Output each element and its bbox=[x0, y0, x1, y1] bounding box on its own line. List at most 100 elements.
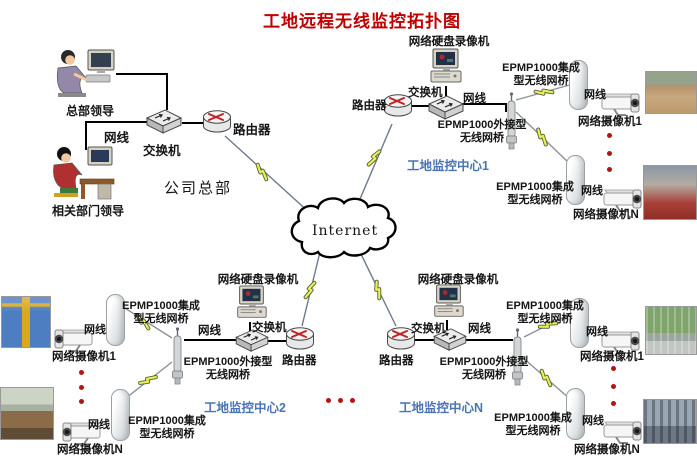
bridge-integrated-label: EPMP1000集成型无线网桥 bbox=[502, 62, 580, 87]
bridge-integrated-label: EPMP1000集成型无线网桥 bbox=[128, 415, 206, 440]
ellipsis-dot bbox=[611, 366, 616, 371]
bridge-external-label: EPMP1000外接型无线网桥 bbox=[437, 119, 527, 144]
router-icon bbox=[383, 92, 413, 125]
site-photo bbox=[643, 399, 697, 444]
site-photo bbox=[643, 165, 697, 220]
site-photo bbox=[0, 387, 54, 440]
switch-icon bbox=[234, 328, 270, 359]
person-at-computer-clipart bbox=[52, 48, 118, 107]
switch-label: 交换机 bbox=[408, 87, 443, 99]
dvr-icon bbox=[427, 284, 469, 327]
router-icon bbox=[386, 325, 416, 358]
ellipsis-dot bbox=[326, 398, 331, 403]
camera-icon bbox=[52, 326, 96, 357]
switch-icon bbox=[427, 94, 465, 127]
wireless-bridge-icon bbox=[570, 298, 589, 348]
camera-icon bbox=[600, 186, 644, 217]
bridge-integrated-label: EPMP1000集成型无线网桥 bbox=[506, 300, 584, 325]
siteN-label: 工地监控中心N bbox=[399, 401, 484, 415]
camera1-label: 网络摄像机1 bbox=[578, 116, 642, 128]
dvr-label: 网络硬盘录像机 bbox=[408, 36, 490, 48]
cable-label: 网线 bbox=[104, 131, 130, 145]
camera-icon bbox=[598, 90, 642, 121]
bridge-integrated-label: EPMP1000集成型无线网桥 bbox=[122, 300, 200, 325]
cable-label: 网线 bbox=[88, 419, 110, 431]
cable-label: 网线 bbox=[584, 89, 606, 101]
camera1-label: 网络摄像机1 bbox=[52, 351, 116, 363]
bridge-external-label: EPMP1000外接型无线网桥 bbox=[183, 356, 273, 381]
ellipsis-dot bbox=[79, 385, 84, 390]
router-label: 路由器 bbox=[282, 355, 317, 367]
router-label: 路由器 bbox=[352, 100, 387, 112]
camera-icon bbox=[600, 418, 644, 449]
wireless-bridge-icon bbox=[111, 389, 130, 441]
cable-label: 网线 bbox=[468, 323, 491, 335]
dvr-label: 网络硬盘录像机 bbox=[417, 274, 499, 286]
cameraN-label: 网络摄像机N bbox=[57, 444, 123, 456]
hq-site-label: 公司总部 bbox=[164, 179, 233, 197]
internet-label: Internet bbox=[312, 223, 379, 239]
camera1-label: 网络摄像机1 bbox=[580, 351, 644, 363]
router-label: 路由器 bbox=[379, 355, 414, 367]
router-icon bbox=[202, 108, 232, 141]
dvr-icon bbox=[424, 48, 466, 93]
wireless-bridge-icon bbox=[566, 388, 585, 440]
lightning-icon bbox=[533, 85, 555, 99]
switch-label: 交换机 bbox=[252, 322, 287, 334]
cable-label: 网线 bbox=[84, 324, 106, 336]
switch-icon bbox=[145, 108, 183, 141]
ellipsis-dot bbox=[79, 399, 84, 404]
wireless-bridge-icon bbox=[106, 294, 125, 346]
lightning-icon bbox=[536, 368, 556, 388]
cameraN-label: 网络摄像机N bbox=[573, 209, 639, 221]
router-label: 路由器 bbox=[233, 123, 271, 137]
bridge-external-label: EPMP1000外接型无线网桥 bbox=[439, 356, 529, 381]
camera-icon bbox=[60, 419, 104, 450]
site2-label: 工地监控中心2 bbox=[204, 401, 286, 415]
wired-link bbox=[85, 121, 147, 150]
person-at-computer-clipart bbox=[50, 145, 116, 206]
ellipsis-dot bbox=[611, 384, 616, 389]
switch-icon bbox=[432, 327, 468, 358]
camera-icon bbox=[598, 328, 642, 359]
hq-leader2-label: 相关部门领导 bbox=[52, 204, 125, 218]
external-bridge-icon bbox=[503, 92, 520, 155]
cameraN-label: 网络摄像机N bbox=[574, 444, 640, 456]
cable-label: 网线 bbox=[582, 415, 604, 427]
wireless-link bbox=[356, 123, 393, 207]
lightning-icon bbox=[252, 162, 272, 182]
ellipsis-dot bbox=[607, 133, 612, 138]
ellipsis-dot bbox=[611, 401, 616, 406]
site-photo bbox=[1, 296, 51, 348]
ellipsis-dot bbox=[338, 398, 343, 403]
switch-label: 交换机 bbox=[411, 323, 446, 335]
dvr-label: 网络硬盘录像机 bbox=[217, 274, 299, 286]
ellipsis-dot bbox=[607, 151, 612, 156]
switch-label: 交换机 bbox=[143, 144, 181, 158]
bridge-integrated-label: EPMP1000集成型无线网桥 bbox=[496, 181, 574, 206]
dvr-icon bbox=[230, 285, 272, 328]
ellipsis-dot bbox=[350, 398, 355, 403]
cable-label: 网线 bbox=[581, 185, 603, 197]
cable-label: 网线 bbox=[463, 93, 486, 105]
wired-link bbox=[116, 73, 168, 110]
wired-link bbox=[462, 103, 507, 112]
external-bridge-icon bbox=[509, 328, 526, 391]
site-photo bbox=[645, 306, 697, 355]
cable-label: 网线 bbox=[586, 326, 608, 338]
wireless-link bbox=[224, 135, 312, 215]
page-title: 工地远程无线监控拓扑图 bbox=[263, 12, 461, 32]
router-icon bbox=[285, 325, 315, 358]
ellipsis-dot bbox=[79, 370, 84, 375]
cable-label: 网线 bbox=[198, 325, 221, 337]
internet-cloud bbox=[290, 197, 397, 259]
site1-label: 工地监控中心1 bbox=[407, 159, 489, 173]
bridge-integrated-label: EPMP1000集成型无线网桥 bbox=[494, 412, 572, 437]
ellipsis-dot bbox=[607, 167, 612, 172]
wireless-bridge-icon bbox=[569, 60, 588, 110]
external-bridge-icon bbox=[169, 327, 186, 390]
wireless-bridge-icon bbox=[566, 155, 585, 205]
hq-leader1-label: 总部领导 bbox=[65, 104, 114, 118]
